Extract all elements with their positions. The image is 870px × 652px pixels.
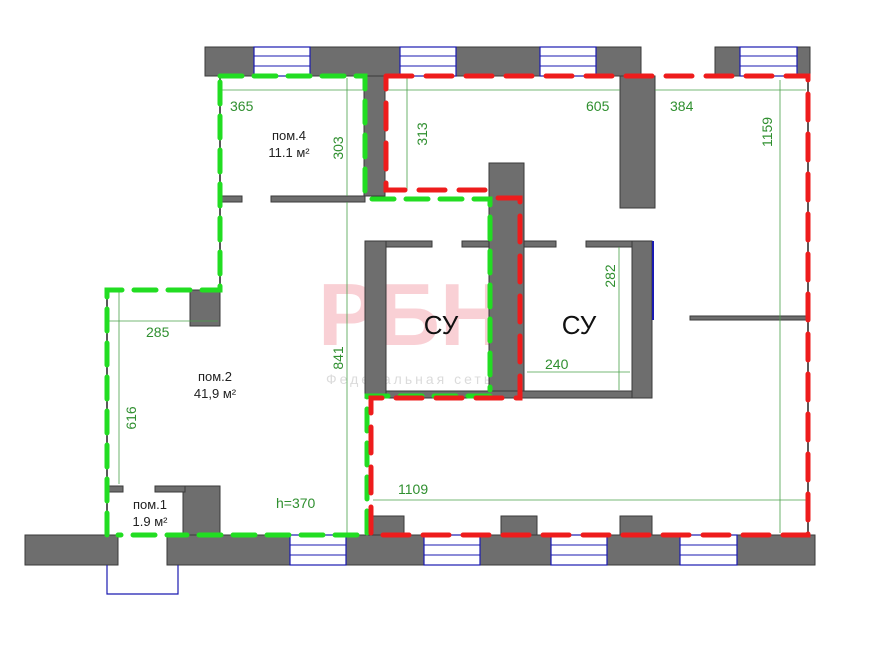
sanitary-room-2: СУ bbox=[562, 310, 597, 340]
dim-1159: 1159 bbox=[759, 117, 775, 147]
dim-1109: 1109 bbox=[398, 481, 428, 497]
room-2-area: 41,9 м² bbox=[194, 386, 237, 401]
room-4-name: пом.4 bbox=[272, 128, 306, 143]
room-2-name: пом.2 bbox=[198, 369, 232, 384]
dim-313: 313 bbox=[414, 122, 430, 146]
entrance-porch bbox=[106, 565, 179, 595]
dim-616: 616 bbox=[123, 406, 139, 430]
room-4-area: 11.1 м² bbox=[268, 145, 310, 160]
dimension-lines bbox=[109, 78, 806, 533]
watermark: РБН Федеральная сеть bbox=[318, 265, 504, 387]
dimension-labels: 365 303 313 605 384 1159 282 285 841 240… bbox=[123, 98, 775, 511]
sanitary-room-1: СУ bbox=[424, 310, 459, 340]
green-boundary bbox=[104, 73, 493, 538]
dim-384: 384 bbox=[670, 98, 694, 114]
dim-240: 240 bbox=[545, 356, 569, 372]
top-windows bbox=[253, 46, 798, 77]
red-boundary bbox=[368, 73, 811, 538]
dim-605: 605 bbox=[586, 98, 610, 114]
dim-h370: h=370 bbox=[276, 495, 316, 511]
dim-303: 303 bbox=[330, 136, 346, 160]
dim-282: 282 bbox=[602, 264, 618, 288]
bottom-windows bbox=[289, 534, 738, 566]
room-1-area: 1.9 м² bbox=[133, 514, 169, 529]
dim-841: 841 bbox=[330, 346, 346, 370]
watermark-logo: РБН bbox=[318, 265, 504, 364]
dim-285: 285 bbox=[146, 324, 170, 340]
room-labels: пом.4 11.1 м² пом.2 41,9 м² пом.1 1.9 м²… bbox=[133, 128, 597, 529]
watermark-subtitle: Федеральная сеть bbox=[326, 371, 494, 387]
dim-365: 365 bbox=[230, 98, 254, 114]
room-1-name: пом.1 bbox=[133, 497, 167, 512]
